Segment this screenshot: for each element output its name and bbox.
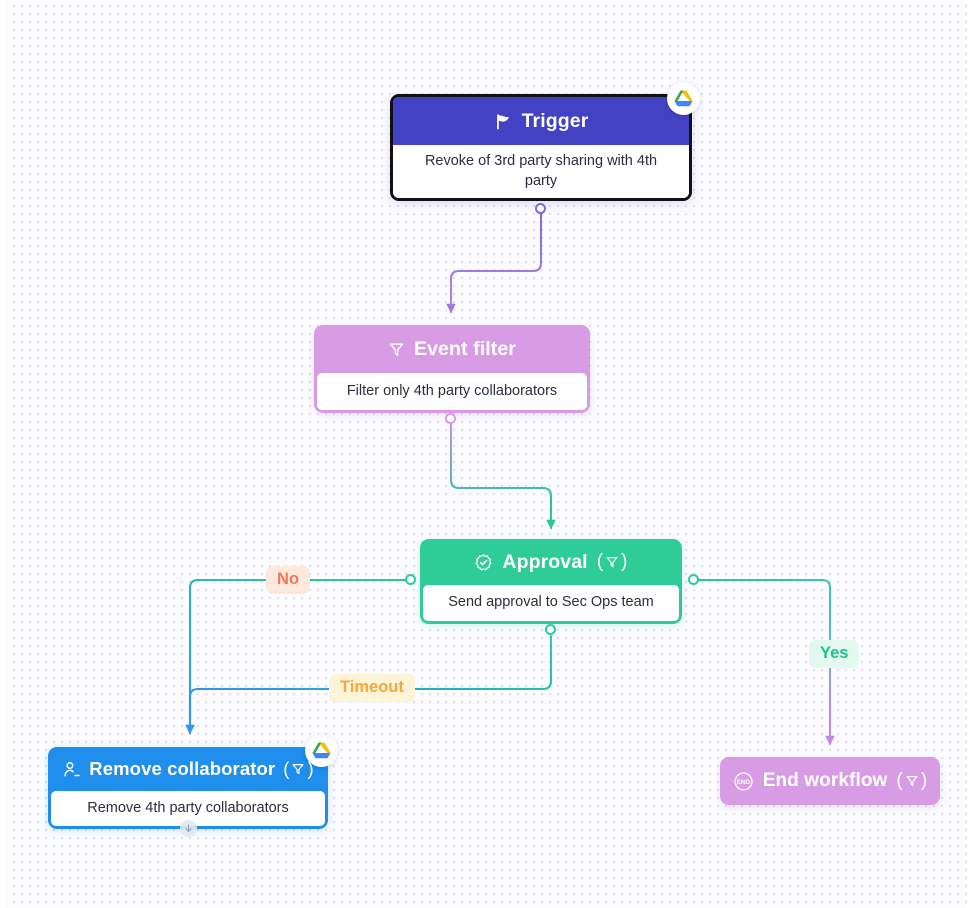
remove-collaborator-funnel-suffix-icon: ( ) xyxy=(283,758,314,779)
node-event-filter[interactable]: Event filter Filter only 4th party colla… xyxy=(314,325,590,413)
node-end-workflow-title: End workflow xyxy=(762,770,888,791)
port-event-filter-bottom[interactable] xyxy=(445,413,456,424)
port-approval-right[interactable] xyxy=(688,574,699,585)
edge-approval-yes-to-end xyxy=(692,578,835,746)
node-approval-title: Approval xyxy=(502,550,588,573)
node-event-filter-description: Filter only 4th party collaborators xyxy=(317,373,587,410)
funnel-icon xyxy=(388,341,405,358)
google-drive-icon xyxy=(305,734,338,767)
node-remove-collaborator-title: Remove collaborator xyxy=(89,758,276,779)
port-approval-bottom[interactable] xyxy=(545,624,556,635)
svg-text:END: END xyxy=(736,778,750,785)
node-event-filter-title: Event filter xyxy=(414,337,516,360)
node-trigger[interactable]: Trigger Revoke of 3rd party sharing with… xyxy=(390,94,692,201)
edge-approval-no-to-remove xyxy=(185,578,410,735)
approval-funnel-suffix-icon: ( ) xyxy=(596,551,628,572)
node-trigger-description: Revoke of 3rd party sharing with 4th par… xyxy=(393,145,689,198)
edge-event-filter-to-approval xyxy=(449,422,556,530)
person-minus-icon xyxy=(62,760,81,779)
arrow-down-icon[interactable] xyxy=(180,820,197,837)
node-trigger-header: Trigger xyxy=(393,97,689,145)
node-event-filter-header: Event filter xyxy=(317,325,587,373)
node-remove-collaborator-header: Remove collaborator ( ) xyxy=(51,747,325,791)
node-trigger-title: Trigger xyxy=(521,109,589,132)
edge-label-no[interactable]: No xyxy=(266,566,310,594)
edge-label-timeout[interactable]: Timeout xyxy=(329,674,415,702)
node-remove-collaborator[interactable]: Remove collaborator ( ) Remove 4th party… xyxy=(48,747,328,829)
edge-label-yes[interactable]: Yes xyxy=(809,640,860,668)
port-trigger-bottom[interactable] xyxy=(535,203,546,214)
edge-trigger-to-event-filter xyxy=(446,207,543,314)
port-approval-left[interactable] xyxy=(405,574,416,585)
node-end-workflow-header: END End workflow ( ) xyxy=(733,757,928,805)
flag-icon xyxy=(494,112,513,131)
end-circle-icon: END xyxy=(733,771,754,792)
node-approval-header: Approval ( ) xyxy=(423,539,679,585)
node-approval[interactable]: Approval ( ) Send approval to Sec Ops te… xyxy=(420,539,682,624)
node-approval-description: Send approval to Sec Ops team xyxy=(423,585,679,621)
node-end-workflow[interactable]: END End workflow ( ) xyxy=(720,757,940,805)
approval-badge-icon xyxy=(474,553,493,572)
google-drive-icon xyxy=(667,82,700,115)
end-workflow-funnel-suffix-icon: ( ) xyxy=(896,770,928,791)
